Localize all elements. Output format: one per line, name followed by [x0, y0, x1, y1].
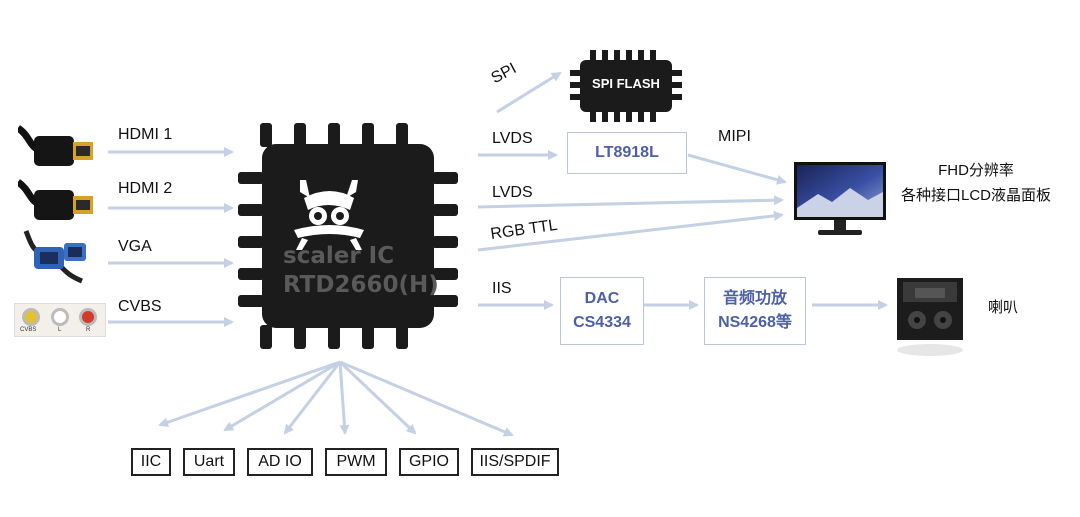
peripheral-pwm-box: PWM	[325, 448, 387, 476]
chip-name: scaler IC	[283, 243, 395, 269]
audio-amp-model-label: NS4268等	[718, 314, 792, 331]
audio-amp-label: 音频功放	[722, 290, 787, 307]
peripheral-adio-box: AD IO	[247, 448, 313, 476]
speaker-icon	[897, 278, 963, 356]
cvbs-jack-label: CVBS	[20, 327, 37, 333]
lt8918l-box: LT8918L	[567, 132, 687, 174]
audio-amp-box: 音频功放 NS4268等	[704, 277, 806, 345]
arrow-gpio	[338, 360, 417, 435]
peripheral-uart-box: Uart	[183, 448, 235, 476]
peripheral-iis-spdif-box: IIS/SPDIF	[471, 448, 559, 476]
hdmi-cable-icon	[18, 125, 93, 166]
display-panel-label: 各种接口LCD液晶面板	[900, 187, 1051, 204]
hdmi-cable-icon	[18, 179, 93, 220]
realtek-crab-logo-icon	[294, 180, 364, 250]
chip-model: RTD2660(H)	[283, 272, 439, 298]
scaler-chip	[238, 123, 458, 349]
arrow-uart	[223, 360, 341, 432]
spi-flash-chip	[570, 50, 682, 122]
lt8918l-label: LT8918L	[595, 144, 659, 161]
jack-white-icon	[51, 308, 69, 326]
spi-flash-label: SPI FLASH	[592, 76, 660, 91]
l-jack-label: L	[58, 327, 62, 333]
display-description: FHD分辨率 各种接口LCD液晶面板	[888, 158, 1064, 208]
display-resolution-label: FHD分辨率	[938, 162, 1014, 179]
dac-label: DAC	[584, 290, 620, 307]
arrow-mipi	[687, 153, 787, 185]
hdmi1-label: HDMI 1	[118, 126, 173, 143]
cvbs-label: CVBS	[118, 298, 162, 315]
peripheral-gpio-box: GPIO	[399, 448, 459, 476]
arrow-pwm	[338, 361, 350, 435]
arrow-iis-spdif	[339, 360, 514, 437]
hdmi2-label: HDMI 2	[118, 180, 173, 197]
arrow-spi	[496, 71, 562, 114]
vga-label: VGA	[118, 238, 152, 255]
peripheral-iic-box: IIC	[131, 448, 171, 476]
lvds2-label: LVDS	[492, 184, 533, 201]
mipi-label: MIPI	[718, 128, 751, 145]
r-jack-label: R	[86, 327, 91, 333]
iis-label: IIS	[492, 280, 512, 297]
lvds1-label: LVDS	[492, 130, 533, 147]
lcd-monitor-icon	[794, 162, 886, 235]
arrow-iic	[158, 360, 341, 428]
jack-yellow-icon	[22, 308, 40, 326]
arrow-lvds2	[477, 195, 784, 209]
cvbs-jack-panel: CVBS L R	[14, 303, 106, 337]
speaker-label: 喇叭	[988, 299, 1019, 316]
jack-red-icon	[79, 308, 97, 326]
arrow-adio	[283, 361, 342, 435]
arrow-rgbttl	[477, 210, 784, 252]
dac-model-label: CS4334	[573, 314, 631, 331]
vga-cable-icon	[23, 230, 86, 284]
dac-box: DAC CS4334	[560, 277, 644, 345]
